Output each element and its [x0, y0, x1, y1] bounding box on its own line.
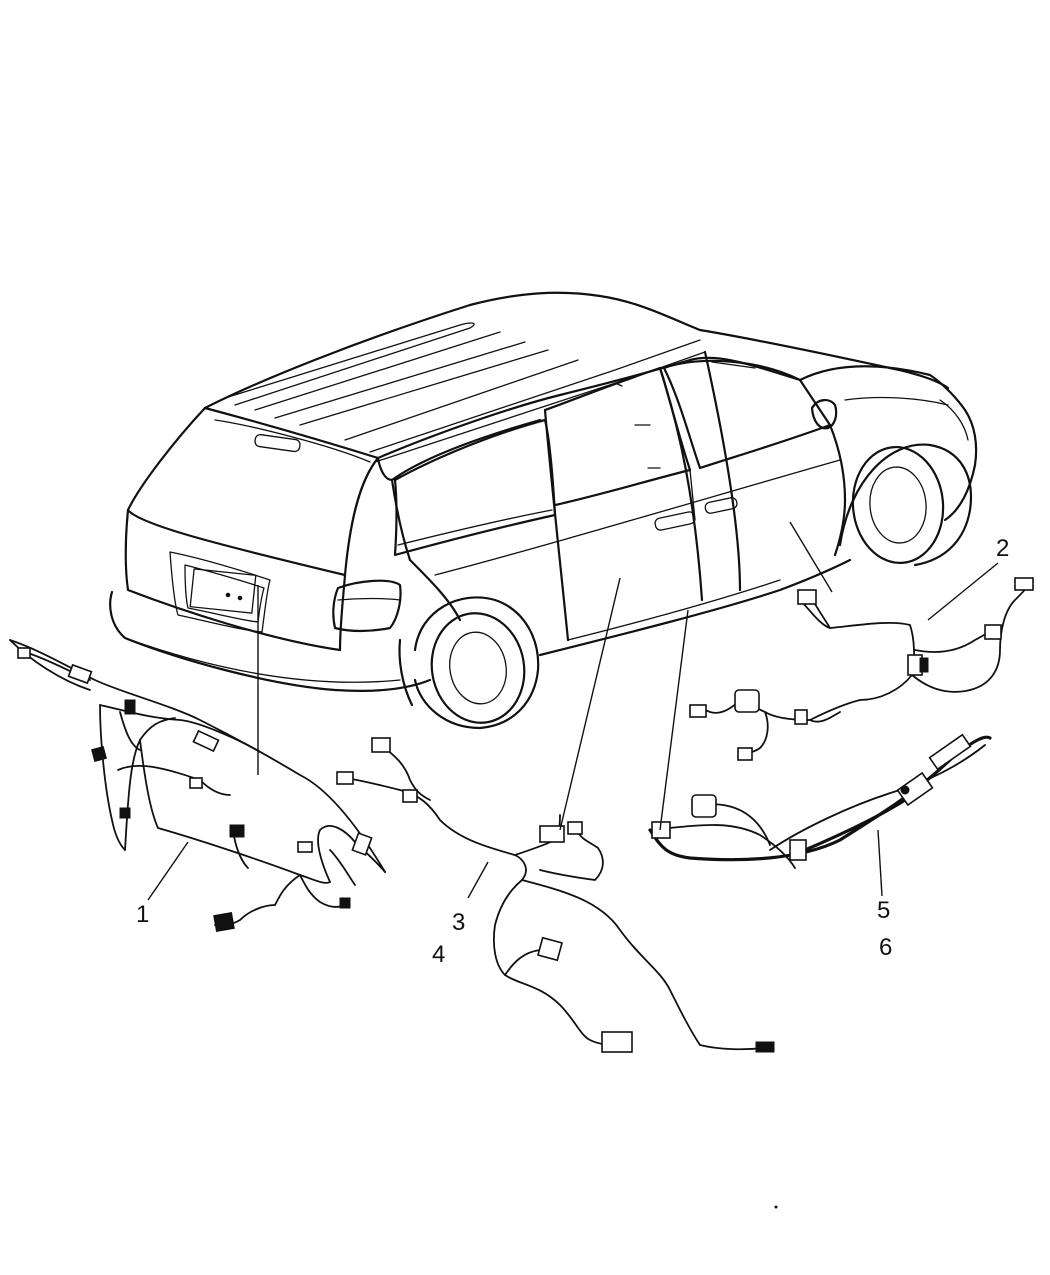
minivan-illustration [109, 291, 978, 730]
stray-dot [774, 1205, 778, 1209]
front-wheel [838, 443, 973, 567]
callout-3: 3 [452, 909, 465, 936]
callout-2: 2 [996, 535, 1009, 562]
callout-6: 6 [879, 934, 892, 961]
harness-liftgate [9, 639, 386, 933]
leader-lines [147, 521, 999, 901]
rear-wheel [398, 596, 540, 730]
callout-4: 4 [432, 941, 445, 968]
callout-5: 5 [877, 897, 890, 924]
callout-1: 1 [136, 901, 149, 928]
harness-sliding-door-track [648, 733, 992, 869]
harness-sliding-door [336, 737, 775, 1053]
harness-front-door [689, 577, 1034, 761]
